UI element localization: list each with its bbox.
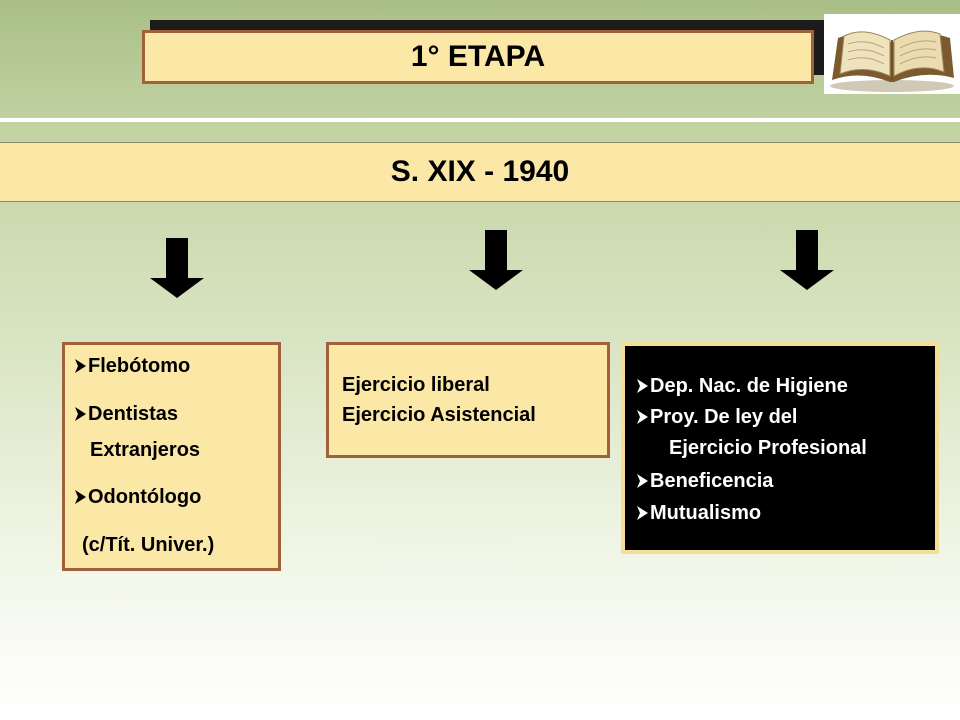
list-item-continuation: Ejercicio Profesional <box>669 437 867 459</box>
list-item: Dep. Nac. de Higiene <box>637 375 848 398</box>
arrow-bullet-icon <box>637 474 648 488</box>
professions-box: Flebótomo Dentistas Extranjeros Odontólo… <box>62 342 281 571</box>
list-item: Flebótomo <box>75 355 190 378</box>
list-item: Dentistas <box>75 403 178 426</box>
list-item-continuation: (c/Tít. Univer.) <box>82 534 215 556</box>
exercise-line: Ejercicio Asistencial <box>342 404 536 426</box>
page-title: 1° ETAPA <box>142 30 814 84</box>
arrow-bullet-icon <box>75 359 86 373</box>
arrow-bullet-icon <box>637 410 648 424</box>
period-banner: S. XIX - 1940 <box>0 142 960 202</box>
list-item: Beneficencia <box>637 470 773 493</box>
list-item: Odontólogo <box>75 486 201 509</box>
exercise-box: Ejercicio liberal Ejercicio Asistencial <box>326 342 610 458</box>
arrow-bullet-icon <box>637 506 648 520</box>
list-item-continuation: Extranjeros <box>90 439 201 461</box>
open-book-icon <box>824 14 960 94</box>
institutions-box: Dep. Nac. de Higiene Proy. De ley del Ej… <box>621 342 939 554</box>
arrow-bullet-icon <box>75 490 86 504</box>
down-arrow-icon <box>150 238 204 298</box>
down-arrow-icon <box>780 230 834 290</box>
separator-line <box>0 118 960 122</box>
list-item: Proy. De ley del <box>637 406 797 429</box>
exercise-line: Ejercicio liberal <box>342 374 490 396</box>
down-arrow-icon <box>469 230 523 290</box>
arrow-bullet-icon <box>637 379 648 393</box>
arrow-bullet-icon <box>75 407 86 421</box>
list-item: Mutualismo <box>637 502 761 525</box>
